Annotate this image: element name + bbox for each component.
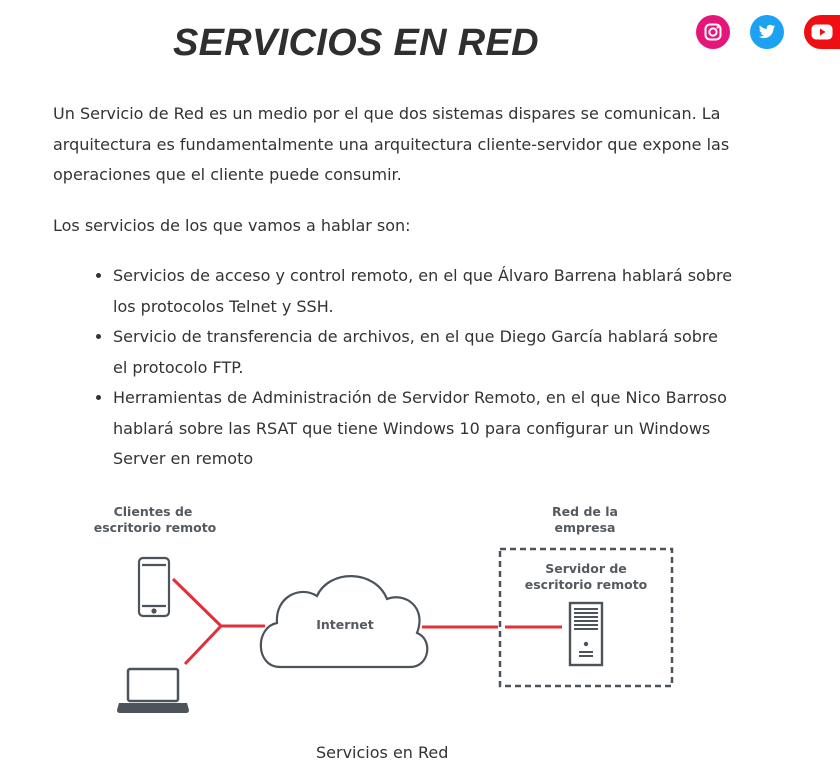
server-icon	[568, 601, 604, 667]
youtube-icon	[811, 24, 833, 40]
article-content: Un Servicio de Red es un medio por el qu…	[53, 99, 733, 475]
list-item: Servicio de transferencia de archivos, e…	[113, 322, 733, 383]
clients-label: escritorio remoto	[94, 520, 217, 535]
laptop-icon	[117, 667, 189, 713]
smartphone-icon	[137, 556, 171, 618]
list-item: Herramientas de Administración de Servid…	[113, 383, 733, 475]
instagram-link[interactable]	[696, 15, 730, 49]
intro-paragraph: Un Servicio de Red es un medio por el qu…	[53, 104, 730, 184]
list-item: Servicios de acceso y control remoto, en…	[113, 261, 733, 322]
twitter-icon	[758, 24, 776, 39]
network-label: empresa	[555, 520, 616, 535]
connection-lines	[171, 577, 562, 666]
network-diagram: Clientes de escritorio remoto Red de la …	[94, 504, 674, 713]
clients-label: Clientes de	[114, 504, 193, 519]
instagram-icon	[704, 23, 722, 41]
network-label: Red de la	[552, 504, 618, 519]
server-label: Servidor de	[545, 561, 627, 576]
internet-cloud-icon	[259, 575, 429, 669]
company-network-box	[498, 547, 674, 688]
youtube-link[interactable]	[804, 15, 840, 49]
figure-caption: Servicios en Red	[316, 743, 449, 762]
page-title: SERVICIOS EN RED	[173, 22, 539, 64]
server-label: escritorio remoto	[525, 577, 648, 592]
services-list: Servicios de acceso y control remoto, en…	[53, 261, 733, 475]
social-links	[696, 15, 840, 49]
internet-label: Internet	[316, 617, 374, 632]
twitter-link[interactable]	[750, 15, 784, 49]
services-intro: Los servicios de los que vamos a hablar …	[53, 215, 411, 235]
